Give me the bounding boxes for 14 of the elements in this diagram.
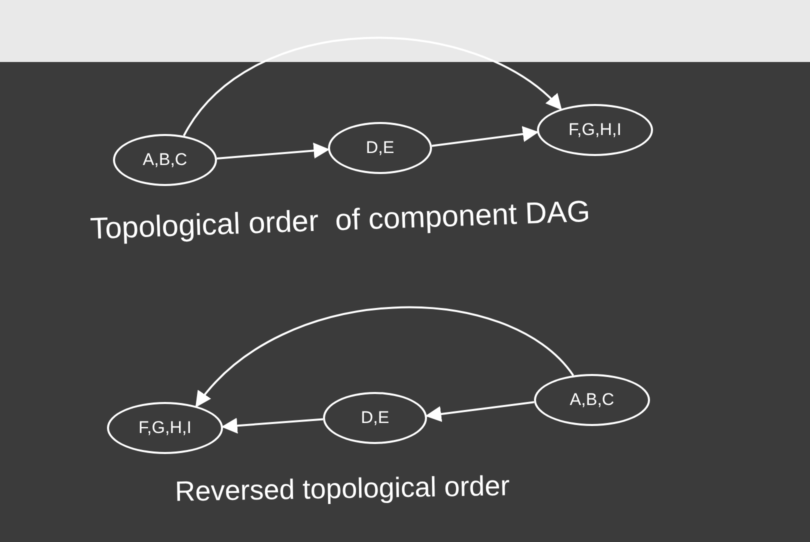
arrow [183,37,562,136]
caption-text: Topological order of component DAG [89,194,591,248]
arrow [432,126,539,147]
caption-text: Reversed topological order [174,469,510,509]
arrow [425,401,534,422]
component-ellipse: F,G,H,I [107,402,223,454]
component-ellipse: A,B,C [113,134,217,186]
arrow [221,418,324,434]
component-ellipse: A,B,C [534,374,650,426]
arrow [216,142,330,160]
arrow [195,306,574,408]
component-ellipse: D,E [328,122,432,174]
component-ellipse: F,G,H,I [537,104,653,156]
component-ellipse: D,E [323,392,427,444]
